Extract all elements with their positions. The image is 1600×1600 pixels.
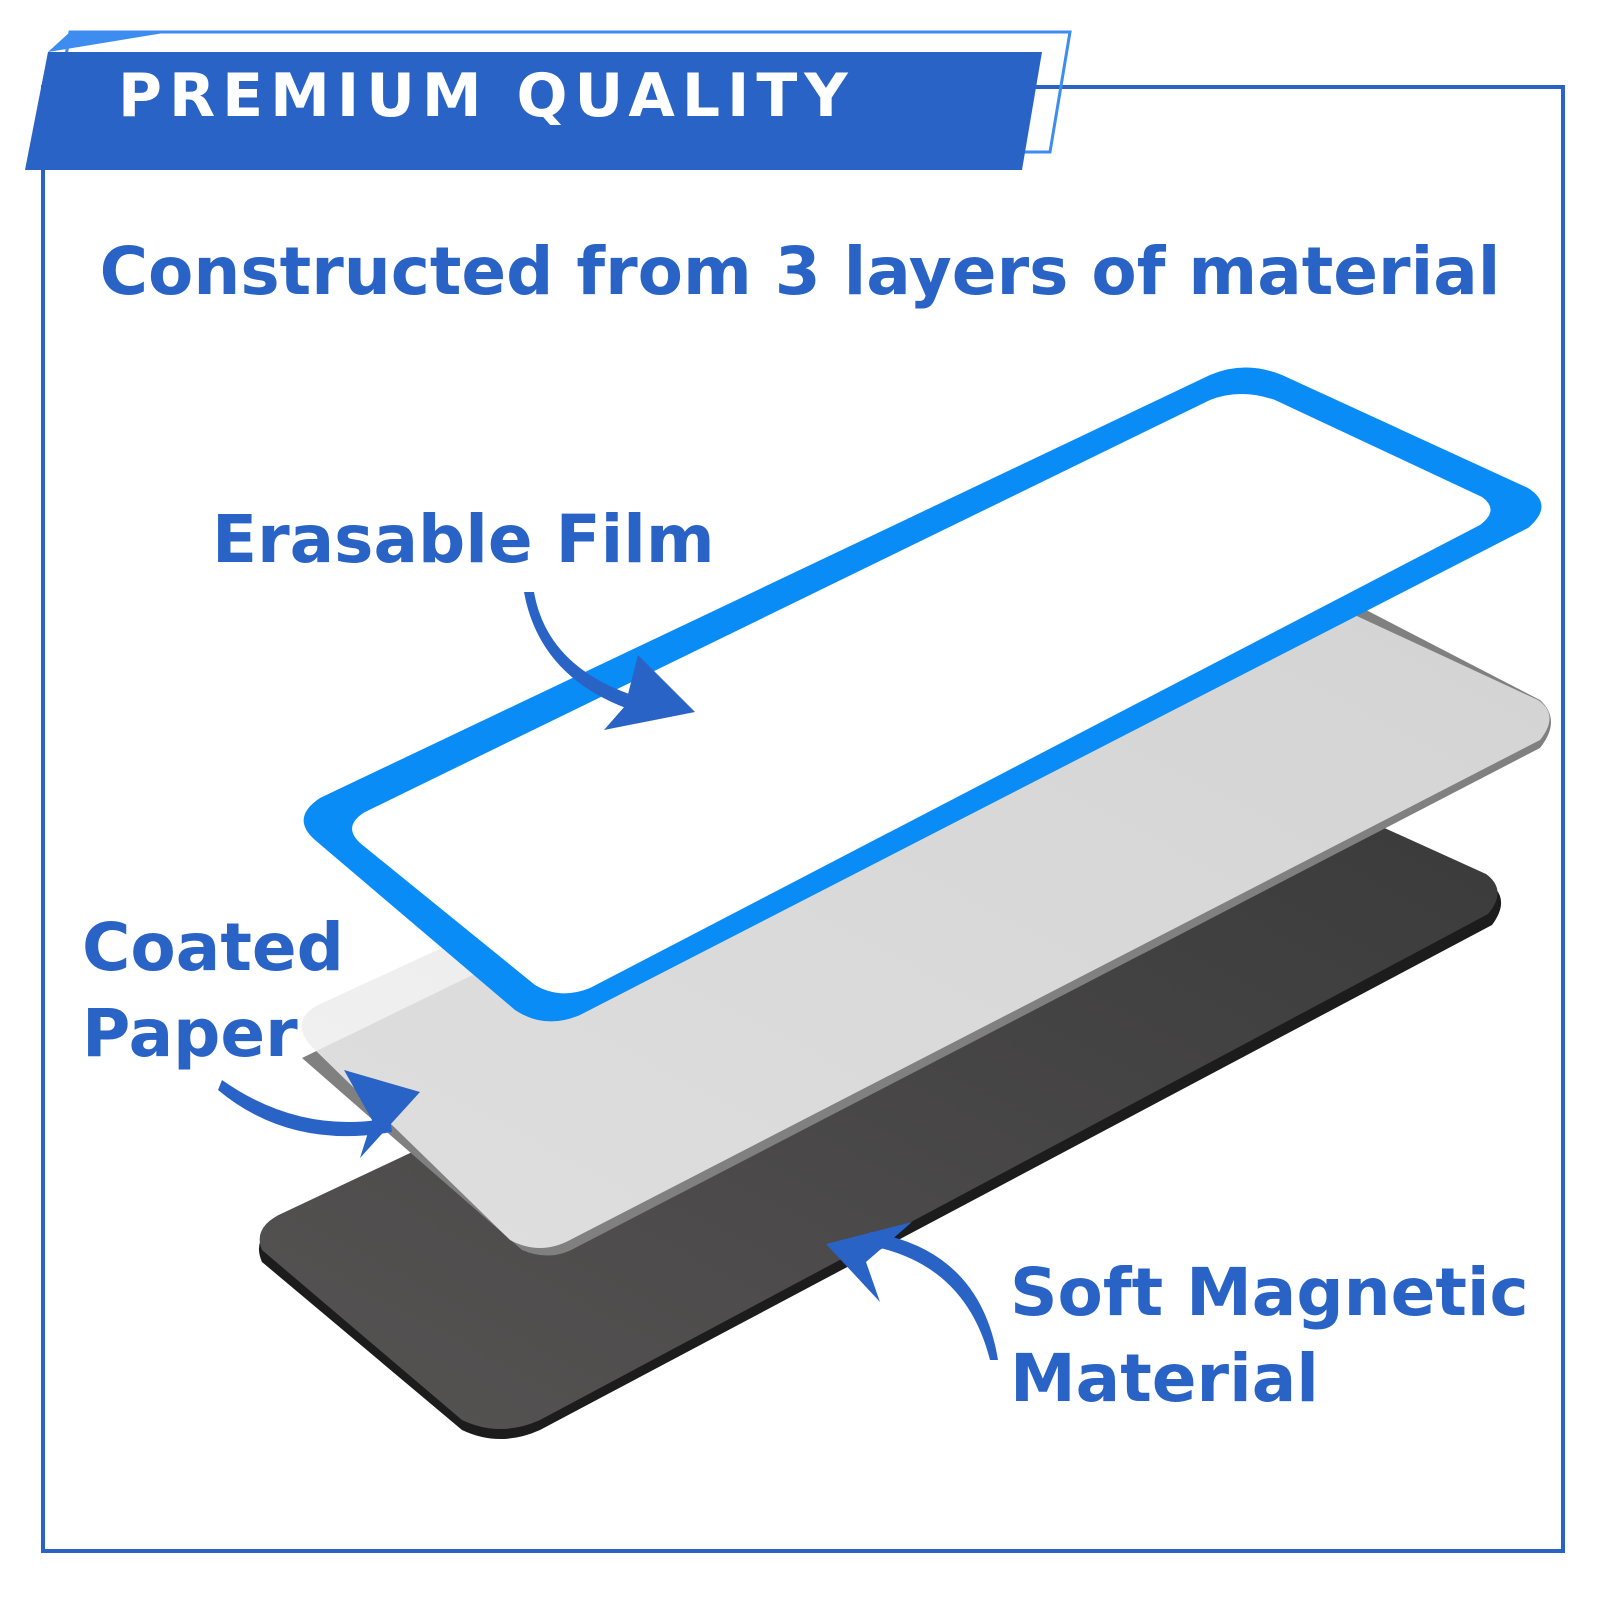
banner-title: PREMIUM QUALITY [118, 61, 855, 131]
headline: Constructed from 3 layers of material [99, 233, 1501, 310]
magnetic-layer-shape [258, 770, 1502, 1439]
label-line: Paper [82, 994, 298, 1072]
paper-layer-shape [301, 578, 1551, 1256]
curved-arrow-icon [218, 1070, 420, 1158]
label-line: Soft Magnetic [1010, 1254, 1529, 1331]
label-line: Erasable Film [212, 501, 715, 578]
premium-banner-shape [25, 30, 1072, 170]
label-line: Material [1010, 1339, 1319, 1417]
label-line: Coated [82, 909, 344, 986]
film-layer-shape [303, 367, 1542, 1022]
curved-arrow-icon [524, 592, 695, 730]
curved-arrow-icon [826, 1222, 998, 1360]
label-soft-magnetic-material: Soft Magnetic Material [1010, 1250, 1529, 1422]
label-coated-paper: Coated Paper [82, 905, 344, 1077]
label-erasable-film: Erasable Film [212, 497, 715, 583]
